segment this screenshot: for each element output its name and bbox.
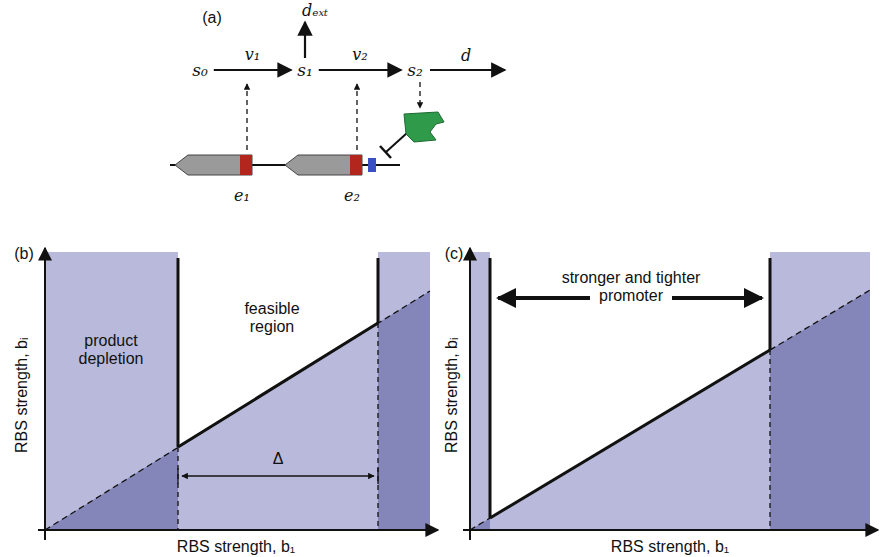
gene-construct	[170, 112, 444, 175]
metabolite-node: s₂	[403, 58, 427, 82]
flux-label: dₑₓₜ	[302, 2, 328, 20]
region-label: product depletion	[56, 332, 166, 369]
metabolite-node: s₁	[293, 58, 317, 82]
plot-c	[463, 248, 878, 540]
axis-label: RBS strength, bᵢ	[13, 337, 31, 452]
panel-label: (b)	[14, 245, 34, 263]
axis-label: RBS strength, bᵢ	[443, 337, 461, 452]
panel-label: (a)	[202, 9, 222, 27]
flux-label: d	[461, 47, 471, 65]
dimension-label: Δ	[273, 450, 284, 468]
pathway-arrows	[305, 22, 505, 70]
axis-label: RBS strength, b₁	[177, 538, 295, 556]
panel-label: (c)	[445, 245, 464, 263]
region-label: feasible region	[227, 300, 317, 337]
metabolite-name: s₀	[192, 60, 208, 80]
regulation-arrows	[247, 82, 420, 150]
flux-label: v₁	[245, 46, 260, 64]
flux-label: v₂	[352, 46, 367, 64]
axis-label: RBS strength, b₁	[611, 538, 729, 556]
metabolite-name: s₁	[297, 60, 313, 80]
enzyme-label: e₂	[344, 187, 360, 205]
metabolite-node: s₀	[188, 58, 212, 82]
annotation: stronger and tighter promoter	[544, 269, 719, 306]
metabolite-name: s₂	[407, 60, 423, 80]
flux-arrow	[214, 69, 291, 71]
flux-arrow	[319, 69, 401, 71]
plot-b	[38, 248, 438, 540]
enzyme-label: e₁	[234, 187, 250, 205]
